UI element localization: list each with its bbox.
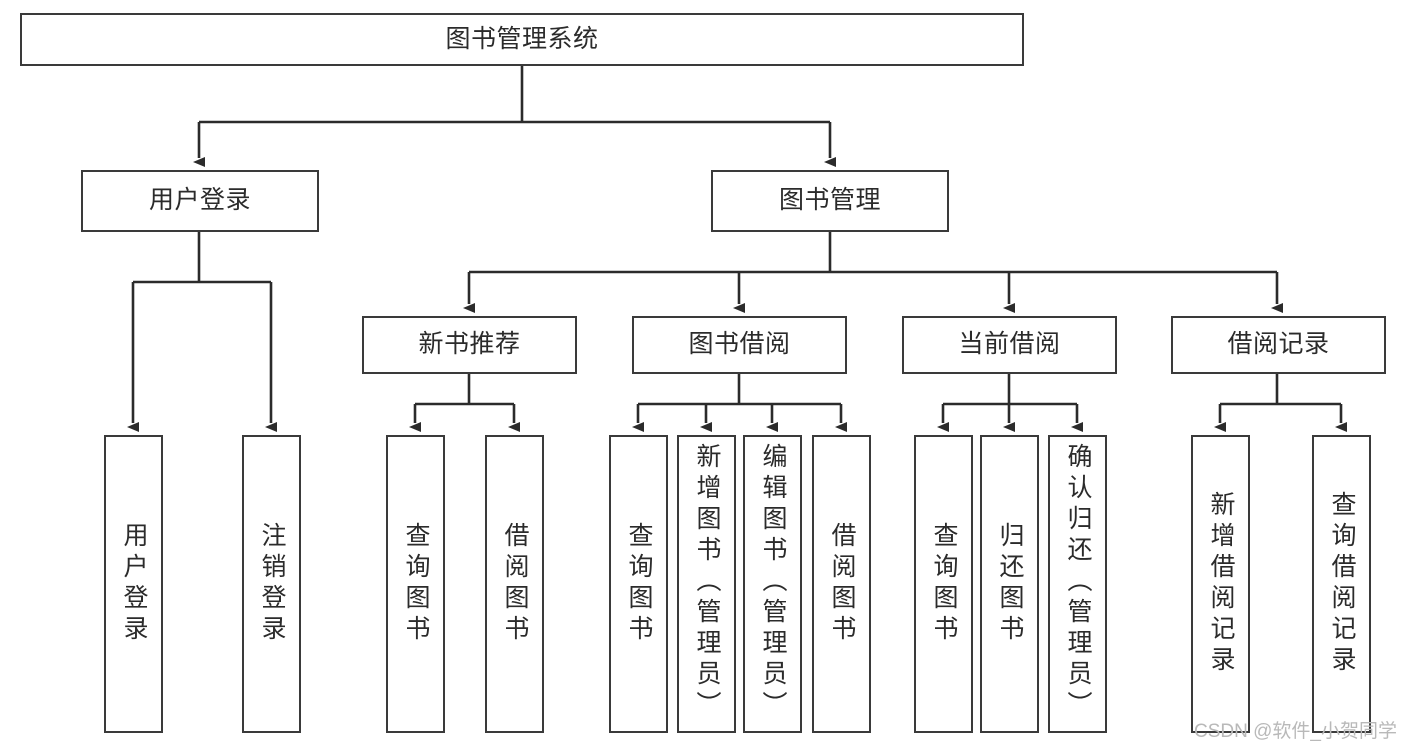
node-current-borrow-label: 当前借阅 <box>958 330 1061 359</box>
node-current-borrow[interactable]: 当前借阅 <box>902 316 1117 374</box>
node-new-book-recommend-label: 新书推荐 <box>418 330 521 359</box>
node-book-management[interactable]: 图书管理 <box>711 170 949 232</box>
leaf-new-book-query[interactable]: 查询图书 <box>386 435 445 733</box>
leaf-current-borrow-query[interactable]: 查询图书 <box>914 435 973 733</box>
leaf-book-borrow-add[interactable]: 新增图书（管理员） <box>677 435 736 733</box>
leaf-book-borrow-borrow[interactable]: 借阅图书 <box>812 435 871 733</box>
leaf-borrow-record-add[interactable]: 新增借阅记录 <box>1191 435 1250 733</box>
leaf-current-borrow-confirm-label: 确认归还（管理员） <box>1064 443 1092 722</box>
leaf-borrow-record-add-label: 新增借阅记录 <box>1207 491 1235 677</box>
leaf-borrow-record-query-label: 查询借阅记录 <box>1328 491 1356 677</box>
leaf-user-login-logout[interactable]: 注销登录 <box>242 435 301 733</box>
leaf-current-borrow-query-label: 查询图书 <box>930 522 958 646</box>
node-book-borrow[interactable]: 图书借阅 <box>632 316 847 374</box>
watermark: CSDN @软件_小贺同学 <box>1194 721 1397 742</box>
leaf-current-borrow-return[interactable]: 归还图书 <box>980 435 1039 733</box>
node-book-borrow-label: 图书借阅 <box>688 330 791 359</box>
node-root[interactable]: 图书管理系统 <box>20 13 1024 66</box>
leaf-new-book-borrow-label: 借阅图书 <box>501 522 529 646</box>
node-user-login[interactable]: 用户登录 <box>81 170 319 232</box>
node-borrow-record-label: 借阅记录 <box>1227 330 1330 359</box>
leaf-book-borrow-add-label: 新增图书（管理员） <box>693 443 721 722</box>
leaf-current-borrow-confirm[interactable]: 确认归还（管理员） <box>1048 435 1107 733</box>
node-book-management-label: 图书管理 <box>778 186 881 215</box>
node-user-login-label: 用户登录 <box>148 186 251 215</box>
leaf-user-login-login[interactable]: 用户登录 <box>104 435 163 733</box>
leaf-user-login-login-label: 用户登录 <box>120 522 148 646</box>
leaf-current-borrow-return-label: 归还图书 <box>996 522 1024 646</box>
leaf-book-borrow-edit[interactable]: 编辑图书（管理员） <box>743 435 802 733</box>
node-root-label: 图书管理系统 <box>445 24 599 53</box>
leaf-borrow-record-query[interactable]: 查询借阅记录 <box>1312 435 1371 733</box>
node-new-book-recommend[interactable]: 新书推荐 <box>362 316 577 374</box>
node-borrow-record[interactable]: 借阅记录 <box>1171 316 1386 374</box>
leaf-user-login-logout-label: 注销登录 <box>258 522 286 646</box>
leaf-new-book-query-label: 查询图书 <box>402 522 430 646</box>
leaf-new-book-borrow[interactable]: 借阅图书 <box>485 435 544 733</box>
leaf-book-borrow-borrow-label: 借阅图书 <box>828 522 856 646</box>
leaf-book-borrow-query-label: 查询图书 <box>625 522 653 646</box>
leaf-book-borrow-edit-label: 编辑图书（管理员） <box>759 443 787 722</box>
leaf-book-borrow-query[interactable]: 查询图书 <box>609 435 668 733</box>
